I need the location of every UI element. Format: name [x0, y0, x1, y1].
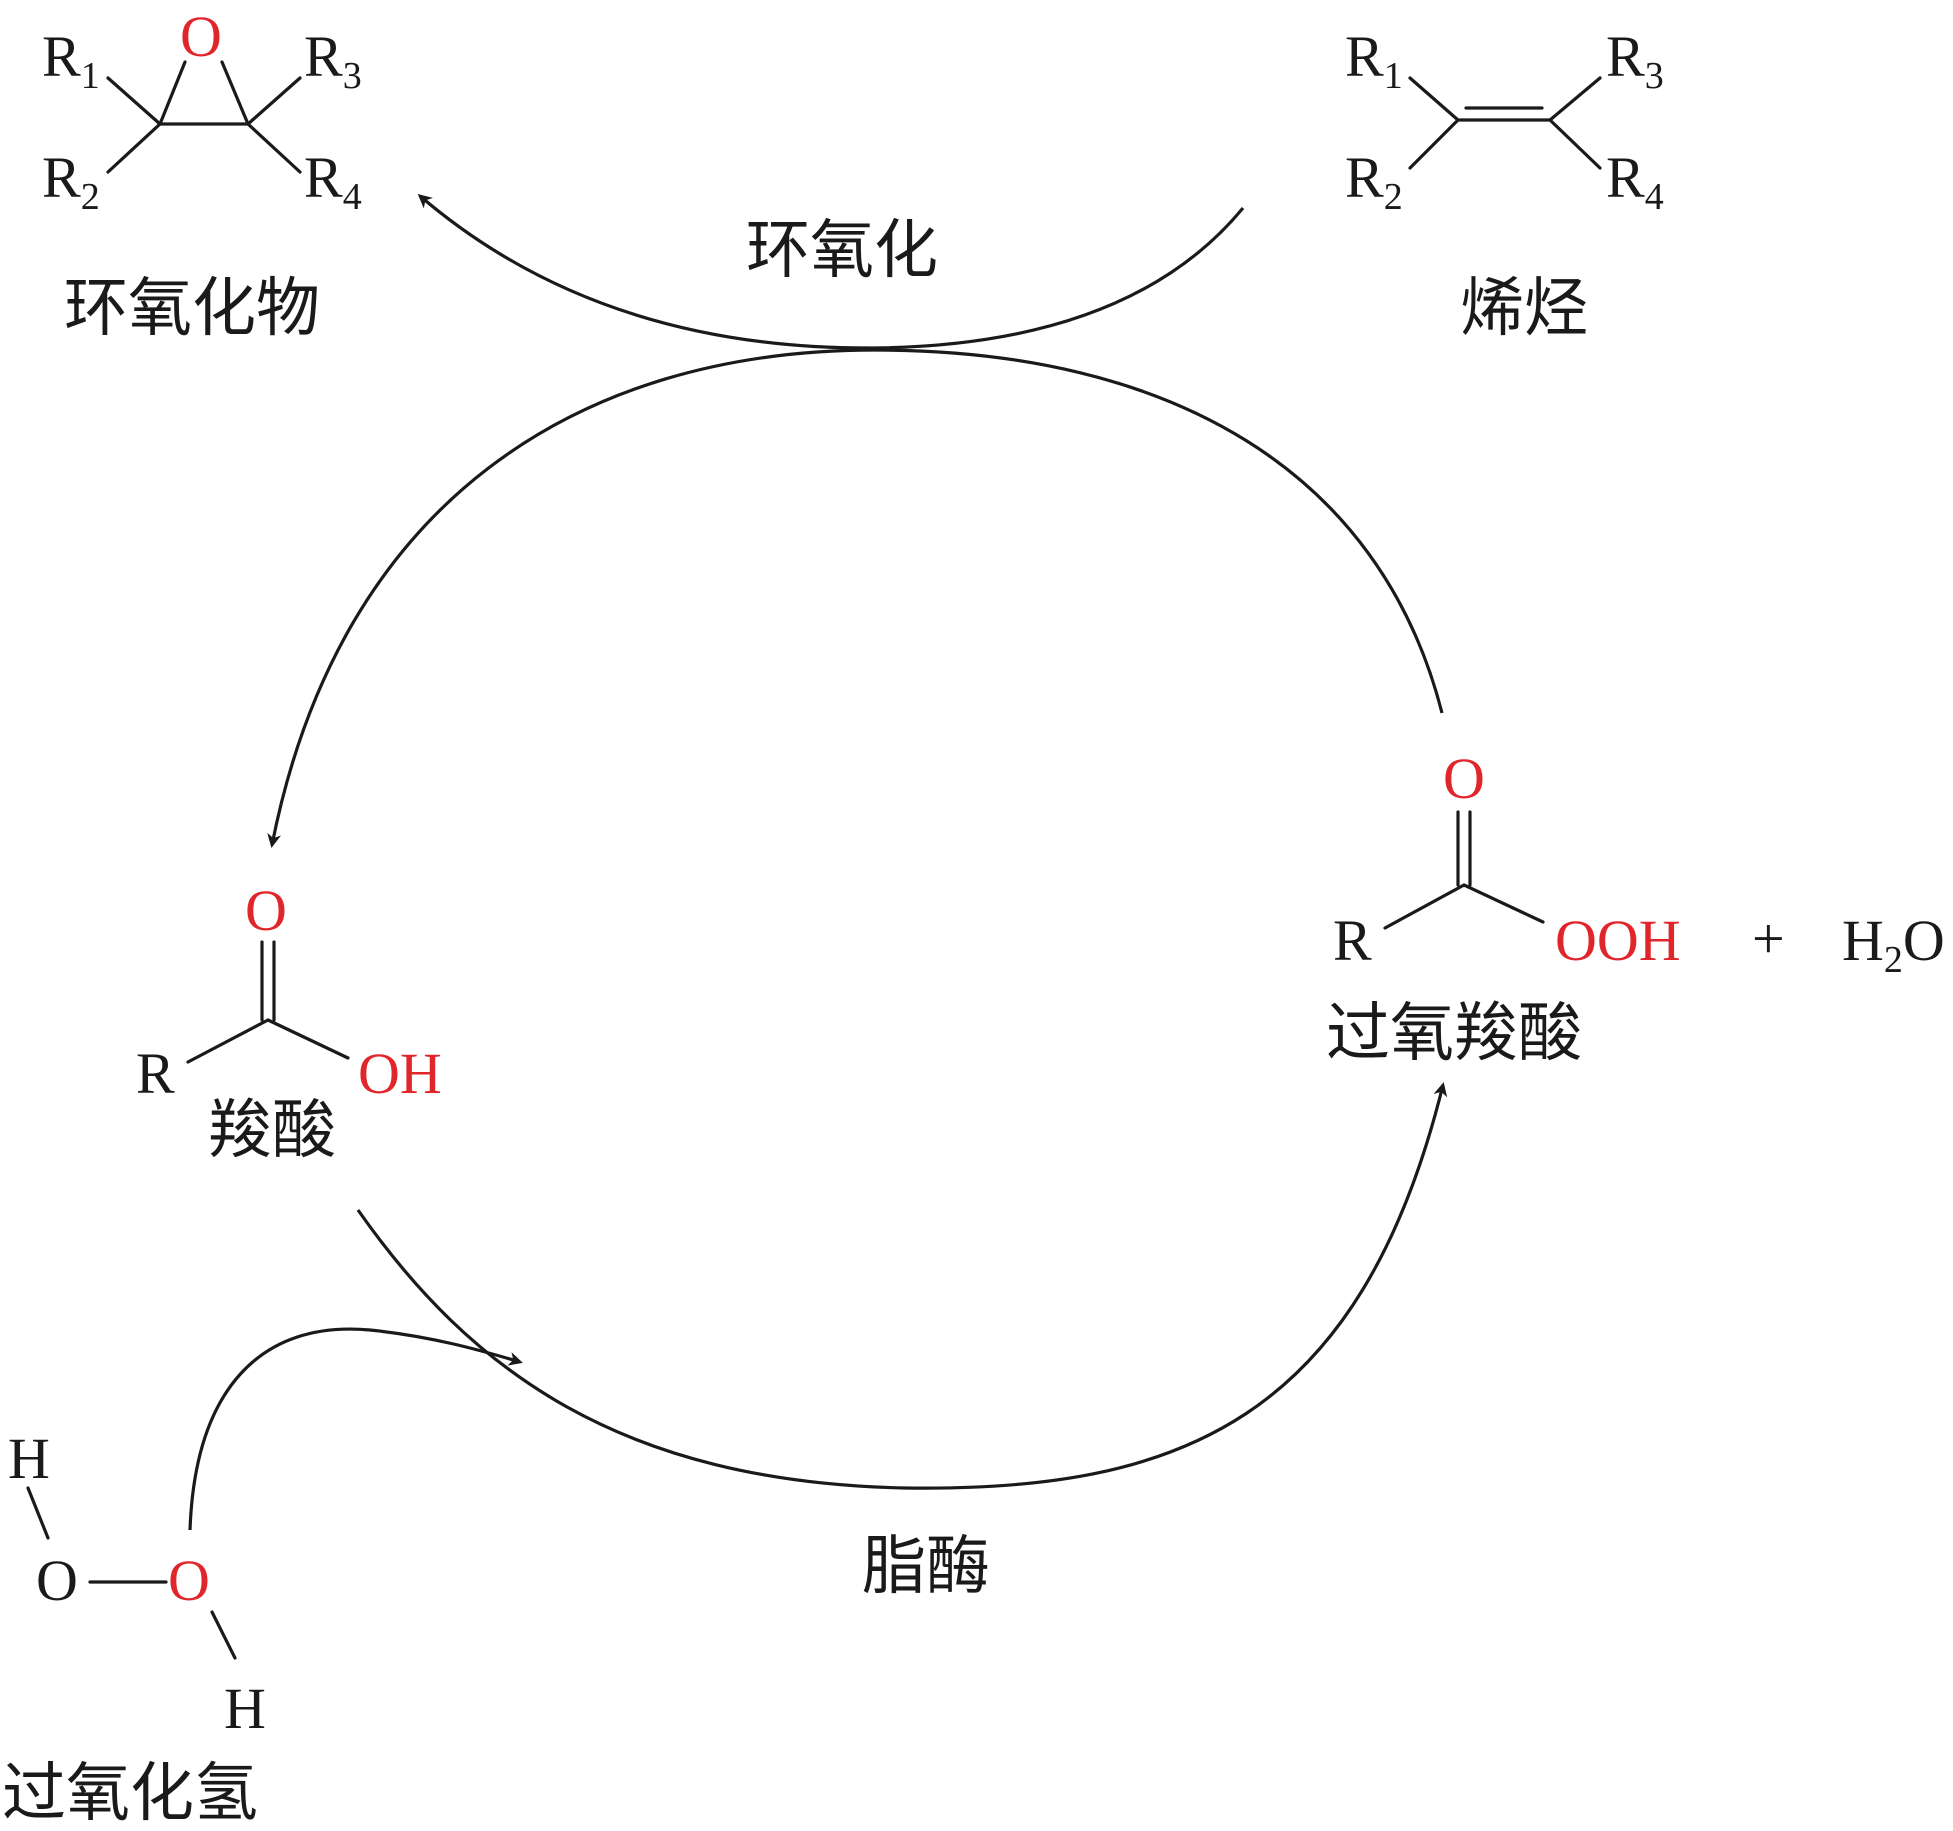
alkene-r4-bond [1548, 118, 1602, 170]
epoxide-r1: R1 [42, 24, 100, 97]
peracid-cr-bond [1383, 883, 1466, 930]
h2o2-h-o-bond-left [26, 1486, 50, 1540]
water-formula: H2O [1842, 908, 1945, 981]
alkene-structure: R1 R3 R2 R4 烯烃 [1345, 24, 1664, 346]
alkene-r4: R4 [1606, 145, 1664, 218]
alkene-r2-bond [1408, 118, 1460, 170]
epoxide-r2-bond [106, 122, 162, 174]
h2o2-left-oxygen: O [36, 1548, 78, 1613]
h2o2-bottom-h: H [224, 1676, 266, 1741]
peracid-cooh-bond [1462, 883, 1545, 924]
carboxylic-acid-structure: O R OH 羧酸 [136, 878, 442, 1168]
acid-cr-bond [186, 1018, 270, 1064]
epoxidation-label: 环氧化 [746, 214, 938, 288]
cycle-bottom-arrow [356, 1082, 1448, 1490]
acid-coh-bond [266, 1018, 350, 1060]
h2o2-o-h-bond-right [210, 1610, 237, 1660]
cycle-top-arrow [267, 348, 1444, 848]
epoxide-r2: R2 [42, 145, 100, 218]
h2o2-feed-arrow [188, 1327, 523, 1531]
epoxide-r4-bond [246, 122, 302, 174]
alkene-r3-bond [1548, 76, 1602, 122]
epoxide-co-bond-right [220, 60, 250, 126]
h2o2-right-oxygen: O [168, 1548, 210, 1613]
alkene-label: 烯烃 [1460, 272, 1588, 346]
peracid-peroxyl: OOH [1555, 908, 1681, 973]
hydrogen-peroxide-label: 过氧化氢 [2, 1757, 258, 1826]
epoxide-structure: R1 O R3 R2 R4 环氧化物 [42, 4, 362, 346]
lipase-label: 脂酶 [862, 1530, 990, 1604]
epoxide-label: 环氧化物 [64, 272, 320, 346]
epoxide-r4: R4 [304, 145, 362, 218]
peracid-r-group: R [1333, 908, 1372, 973]
h2o2-top-h: H [8, 1426, 50, 1491]
peroxy-acid-label: 过氧羧酸 [1326, 997, 1582, 1071]
peracid-carbonyl-oxygen: O [1443, 746, 1485, 811]
acid-r-group: R [136, 1041, 175, 1106]
epoxide-r1-bond [106, 76, 162, 126]
hydrogen-peroxide-structure: H O O H 过氧化氢 [2, 1426, 266, 1831]
alkene-r1-bond [1408, 76, 1460, 122]
epoxide-r3: R3 [304, 24, 362, 97]
carboxylic-acid-label: 羧酸 [208, 1094, 336, 1168]
epoxide-oxygen: O [180, 4, 222, 69]
plus-sign: + [1752, 906, 1785, 971]
epoxide-co-bond-left [158, 60, 187, 126]
alkene-r3: R3 [1606, 24, 1664, 97]
peroxy-acid-structure: O R OOH 过氧羧酸 + H2O [1326, 746, 1945, 1071]
alkene-r2: R2 [1345, 145, 1403, 218]
acid-carbonyl-oxygen: O [245, 878, 287, 943]
alkene-r1: R1 [1345, 24, 1403, 97]
epoxide-r3-bond [246, 76, 302, 126]
acid-hydroxyl: OH [358, 1041, 442, 1106]
epoxidation-arrow [417, 194, 1245, 350]
